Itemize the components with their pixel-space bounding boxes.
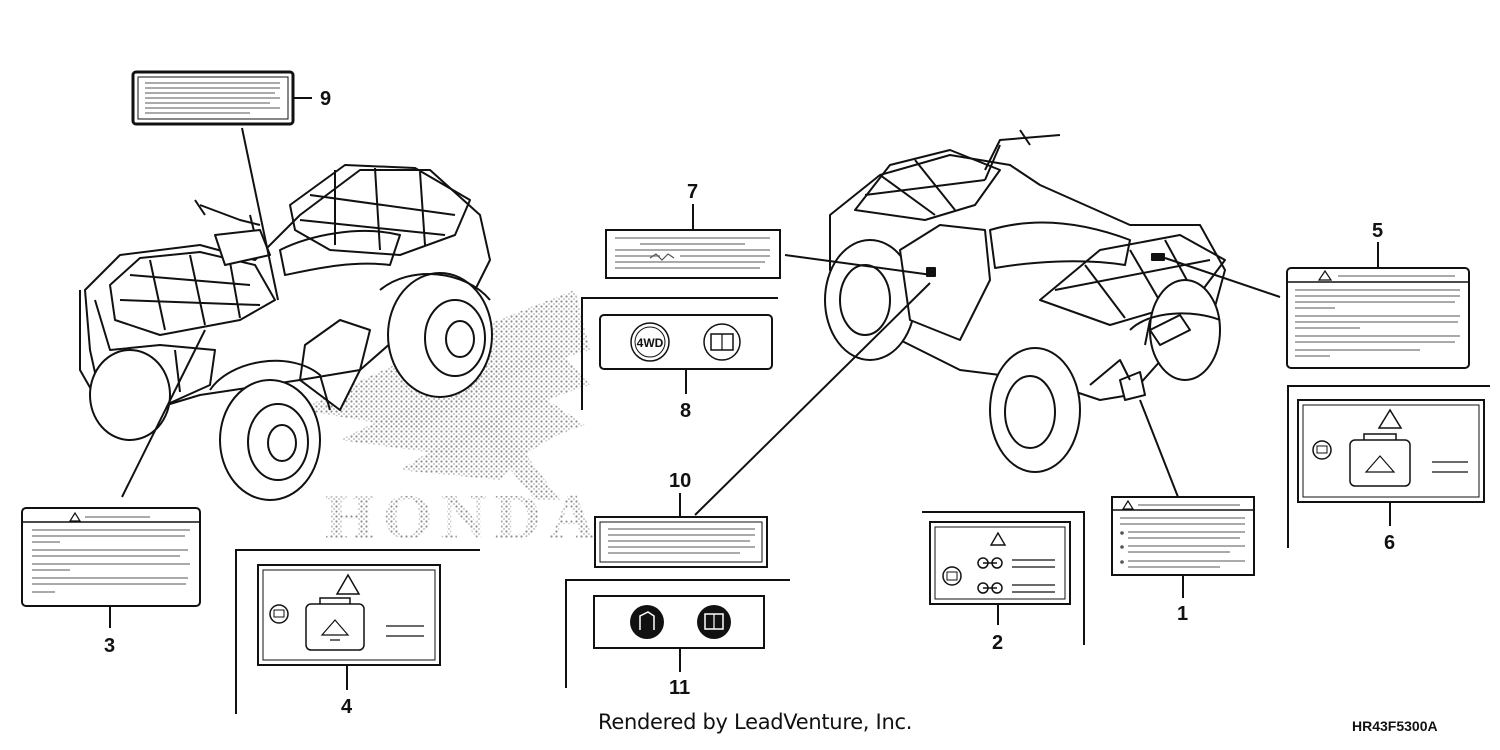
label-1[interactable] [1111, 496, 1255, 576]
label-11-section [565, 579, 790, 688]
callout-1[interactable]: 1 [1177, 603, 1188, 625]
callout-2[interactable]: 2 [992, 632, 1003, 654]
4wd-icon [630, 322, 670, 362]
callout-11[interactable]: 11 [669, 677, 690, 699]
warning-triangle-icon [1121, 499, 1135, 510]
callout-3[interactable]: 3 [104, 635, 115, 657]
callout-4[interactable]: 4 [341, 696, 353, 718]
leader-lines [121, 97, 1281, 516]
label-2-section [922, 511, 1085, 645]
label-4[interactable] [257, 564, 441, 666]
callout-10[interactable]: 10 [669, 470, 691, 492]
label-11[interactable] [593, 595, 765, 649]
diagram-code: HR43F5300A [1352, 718, 1438, 734]
warning-triangle-icon [335, 573, 361, 595]
cargo-box-icon [305, 603, 365, 651]
4wd-badge-text: 4WD [637, 336, 664, 350]
helmet-warning-icon [630, 605, 664, 639]
warning-triangle-icon [1377, 408, 1403, 429]
manual-book-icon [703, 323, 741, 361]
label-6-section [1287, 385, 1490, 548]
honda-watermark-text: HONDA [325, 481, 603, 552]
manual-book-icon [269, 604, 289, 624]
render-credit: Rendered by LeadVenture, Inc. [598, 710, 913, 734]
label-8-section [581, 297, 778, 410]
label-10[interactable] [594, 516, 768, 568]
label-5[interactable] [1286, 267, 1470, 369]
callout-8[interactable]: 8 [680, 400, 691, 422]
label-4-section [235, 549, 480, 714]
cargo-box-icon [1349, 439, 1411, 487]
warning-triangle-icon [1317, 269, 1333, 281]
callout-6[interactable]: 6 [1384, 532, 1395, 554]
label-6[interactable] [1297, 399, 1485, 503]
atv-rear-view [824, 129, 1226, 473]
label-3[interactable] [21, 507, 201, 607]
warning-triangle-icon [68, 511, 82, 522]
warning-triangle-icon [989, 531, 1007, 546]
manual-book-icon [942, 566, 962, 586]
label-9[interactable] [131, 70, 295, 126]
label-8[interactable]: 4WD [599, 314, 773, 370]
manual-book-icon [1312, 440, 1332, 460]
callout-7[interactable]: 7 [687, 181, 698, 203]
callout-ticks [109, 204, 1391, 690]
atv-front-view [79, 164, 493, 501]
label-2[interactable] [929, 521, 1071, 605]
label-7[interactable] [605, 229, 781, 279]
callout-5[interactable]: 5 [1372, 220, 1383, 242]
callout-9[interactable]: 9 [320, 88, 331, 110]
